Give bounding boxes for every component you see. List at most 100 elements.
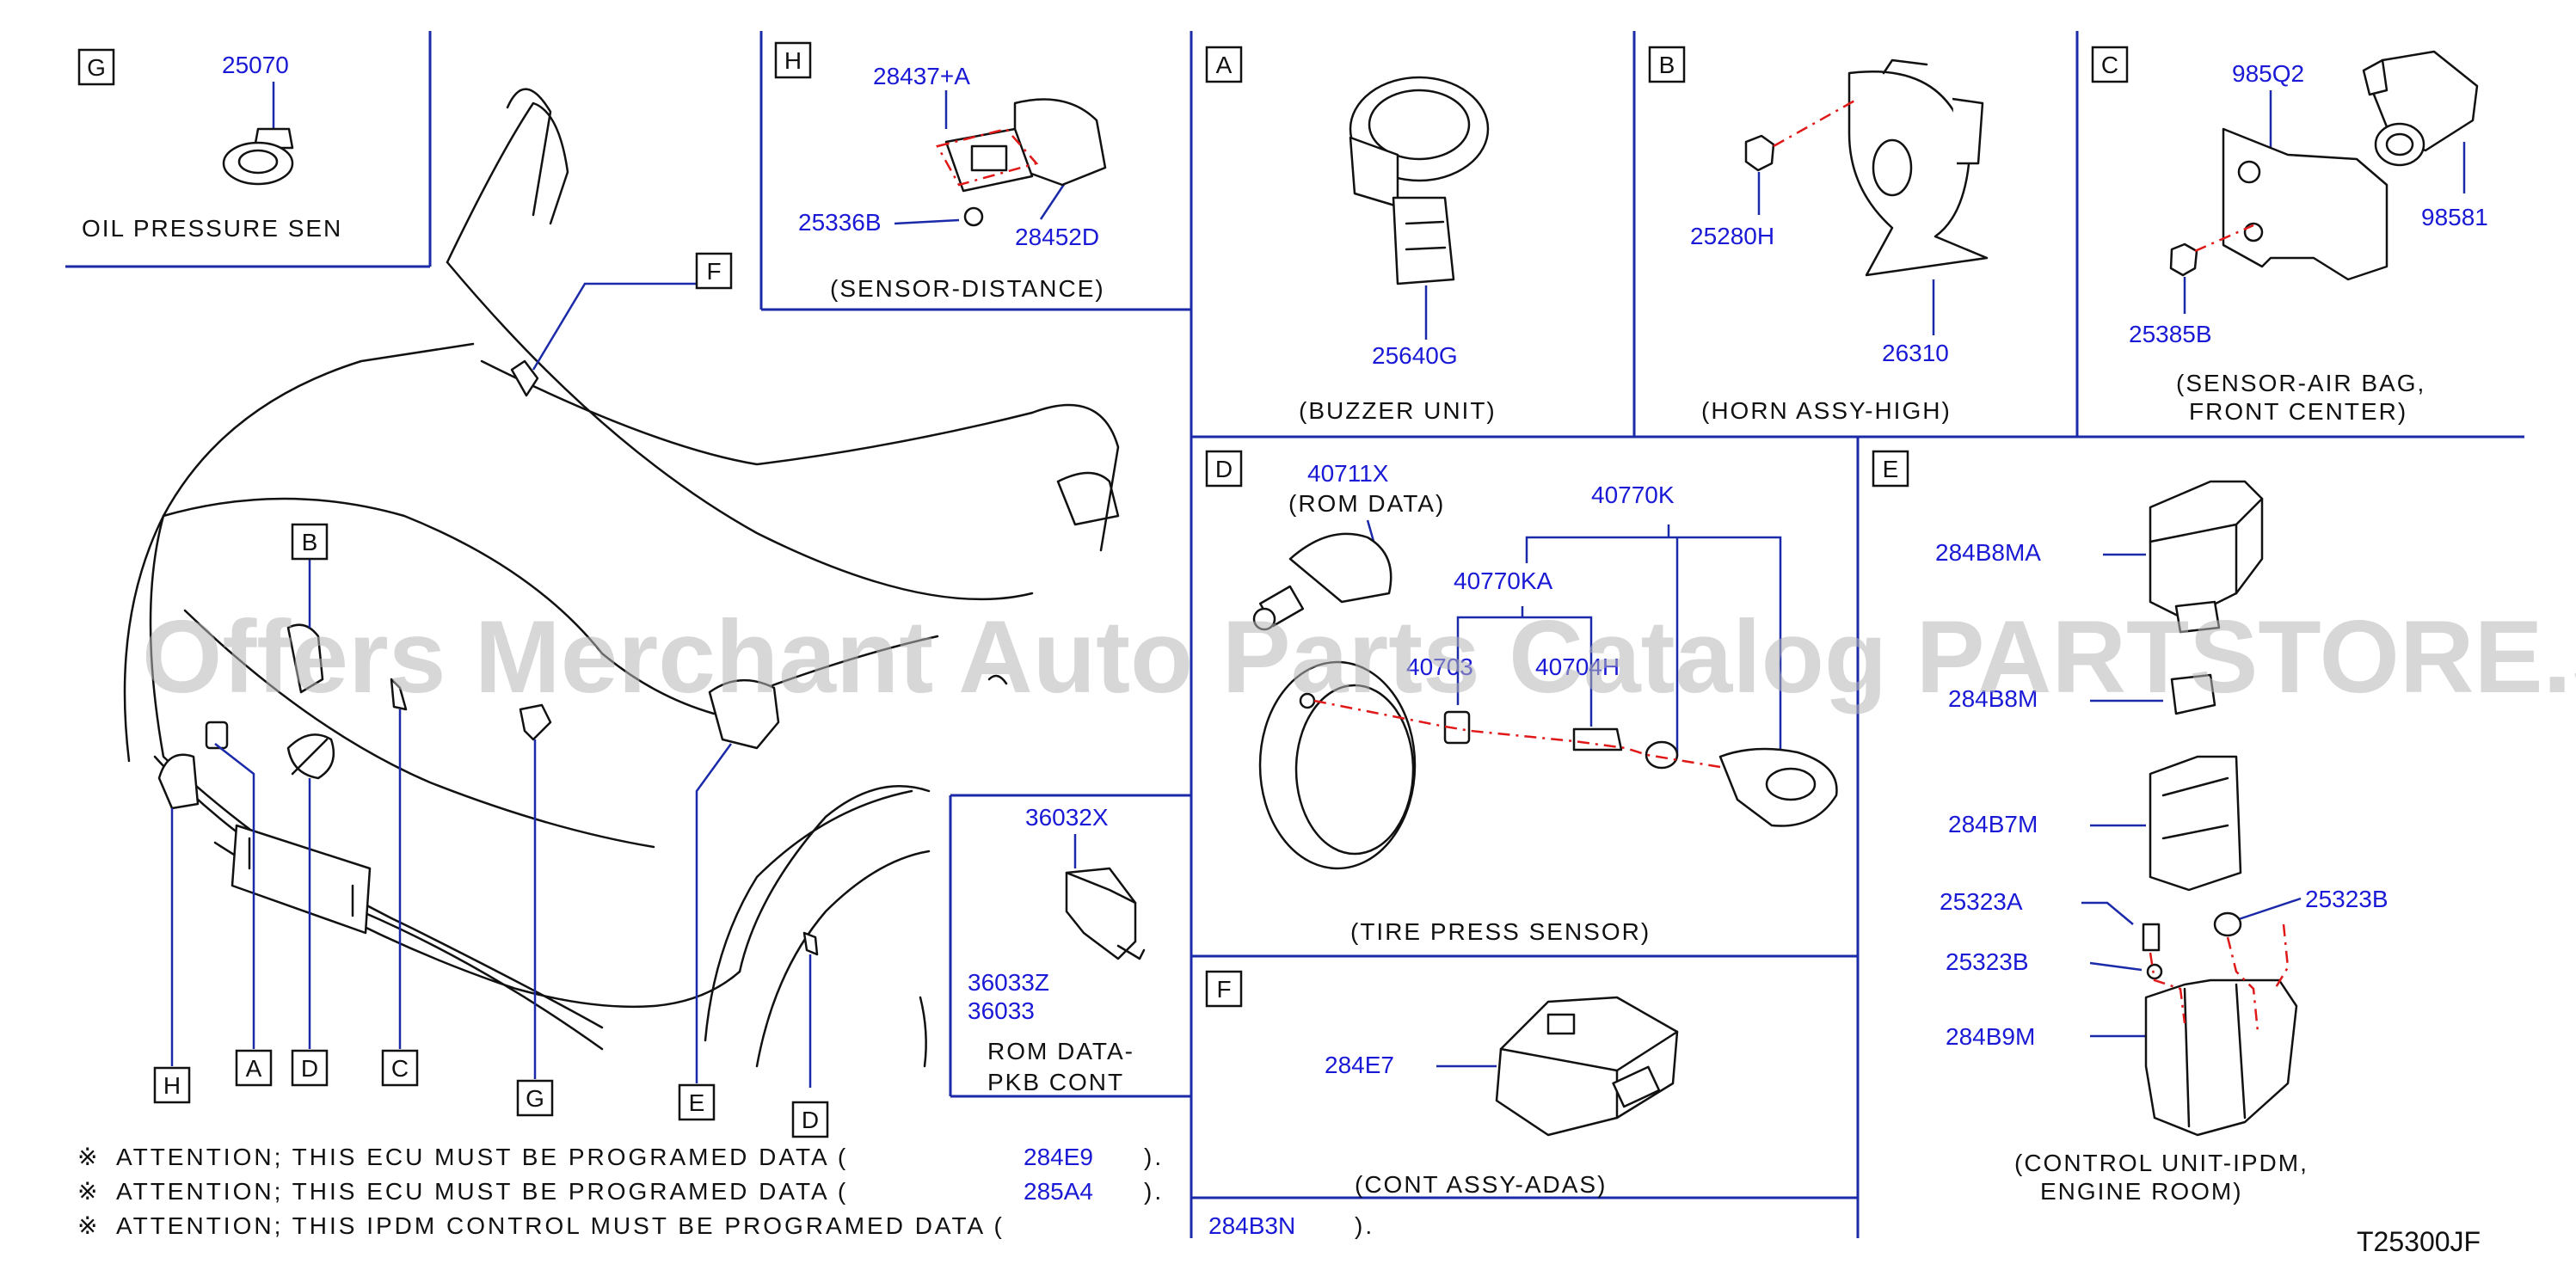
callout-box-a[interactable] bbox=[235, 1049, 273, 1087]
callout-box-d-front[interactable] bbox=[291, 1049, 329, 1087]
section-b-horn-assy: B 25280H 26310 (HORN ASSY-HIGH) bbox=[1648, 46, 1989, 424]
part-number-25070[interactable]: 25070 bbox=[222, 52, 289, 78]
part-number-36033[interactable]: 36033 bbox=[968, 997, 1035, 1024]
part-number-40770ka[interactable]: 40770KA bbox=[1454, 567, 1553, 594]
attention-close-3: ). bbox=[1355, 1212, 1374, 1239]
section-a-buzzer-unit: A 25640G (BUZZER UNIT) bbox=[1205, 46, 1497, 424]
callout-box-f[interactable] bbox=[695, 252, 733, 290]
part-number-28452d[interactable]: 28452D bbox=[1015, 224, 1099, 250]
part-number-985q2[interactable]: 985Q2 bbox=[2232, 60, 2304, 87]
part-number-25385b[interactable]: 25385B bbox=[2129, 321, 2212, 347]
part-number-25323a[interactable]: 25323A bbox=[1940, 888, 2023, 915]
attention-text-1: ATTENTION; THIS ECU MUST BE PROGRAMED DA… bbox=[116, 1144, 848, 1170]
attention-mark-1: ※ bbox=[77, 1144, 100, 1170]
pkb-caption-line1: ROM DATA- bbox=[987, 1038, 1134, 1064]
section-f-letter-box bbox=[1205, 970, 1243, 1008]
part-number-40770k[interactable]: 40770K bbox=[1591, 482, 1675, 508]
callout-a: A bbox=[246, 1055, 262, 1082]
callout-e: E bbox=[689, 1089, 705, 1116]
section-f-letter: F bbox=[1216, 976, 1231, 1003]
section-h-letter: H bbox=[784, 47, 802, 74]
part-number-40711x[interactable]: 40711X bbox=[1307, 460, 1389, 487]
section-g-letter: G bbox=[87, 54, 106, 81]
attention-close-2: ). bbox=[1144, 1178, 1164, 1205]
part-number-36032x[interactable]: 36032X bbox=[1025, 804, 1109, 831]
section-c-letter: C bbox=[2101, 52, 2118, 78]
part-number-284b8m[interactable]: 284B8M bbox=[1948, 685, 2038, 712]
part-number-284e7[interactable]: 284E7 bbox=[1325, 1052, 1394, 1078]
section-a-letter-box bbox=[1205, 46, 1243, 83]
section-a-caption: (BUZZER UNIT) bbox=[1299, 397, 1497, 424]
callout-f: F bbox=[706, 258, 721, 285]
section-separators bbox=[65, 31, 2524, 1238]
attention-part-284b3n[interactable]: 284B3N bbox=[1208, 1212, 1295, 1239]
section-c-caption-line1: (SENSOR-AIR BAG, bbox=[2176, 370, 2425, 396]
part-number-25323b-left[interactable]: 25323B bbox=[1946, 948, 2029, 975]
part-number-98581[interactable]: 98581 bbox=[2421, 204, 2488, 230]
part-number-36033z[interactable]: 36033Z bbox=[968, 969, 1049, 996]
vehicle-callout-leaders bbox=[170, 282, 812, 1088]
attention-part-284e9[interactable]: 284E9 bbox=[1024, 1144, 1093, 1170]
part-number-28437-a[interactable]: 28437+A bbox=[873, 63, 970, 89]
part-number-25323b-right[interactable]: 25323B bbox=[2305, 886, 2388, 912]
callout-box-c[interactable] bbox=[381, 1049, 419, 1087]
part-number-40704h[interactable]: 40704H bbox=[1535, 653, 1620, 680]
part-number-40703[interactable]: 40703 bbox=[1406, 653, 1473, 680]
watermark: Offers Merchant Auto Parts Catalog PARTS… bbox=[142, 599, 2576, 715]
part-number-284b8ma[interactable]: 284B8MA bbox=[1935, 539, 2041, 566]
section-e-letter-box bbox=[1872, 450, 1909, 488]
ipdm-drawing bbox=[2142, 480, 2298, 1137]
section-h-caption: (SENSOR-DISTANCE) bbox=[830, 275, 1105, 302]
section-d-tire-press-sensor: D 40711X (ROM DATA) 40770K 40770KA 40703… bbox=[1205, 450, 1838, 945]
attention-mark-2: ※ bbox=[77, 1178, 100, 1205]
attention-text-2: ATTENTION; THIS ECU MUST BE PROGRAMED DA… bbox=[116, 1178, 848, 1205]
attention-notes: ※ ATTENTION; THIS ECU MUST BE PROGRAMED … bbox=[77, 1144, 1374, 1239]
pkb-caption-line2: PKB CONT bbox=[987, 1069, 1124, 1095]
section-e-letter: E bbox=[1883, 456, 1899, 482]
callout-g: G bbox=[526, 1085, 544, 1112]
buzzer-unit-drawing bbox=[1349, 76, 1490, 285]
attention-text-3: ATTENTION; THIS IPDM CONTROL MUST BE PRO… bbox=[116, 1212, 1005, 1239]
section-h-letter-box bbox=[774, 41, 812, 79]
distance-sensor-drawing bbox=[936, 98, 1107, 227]
section-a-letter: A bbox=[1216, 52, 1233, 78]
callout-d-wheel: D bbox=[802, 1107, 819, 1133]
section-g-caption: OIL PRESSURE SEN bbox=[82, 215, 342, 242]
rom-data-label: (ROM DATA) bbox=[1288, 490, 1445, 517]
part-number-284b9m[interactable]: 284B9M bbox=[1946, 1023, 2035, 1050]
section-e-caption-line1: (CONTROL UNIT-IPDM, bbox=[2014, 1150, 2309, 1176]
oil-pressure-sensor-drawing bbox=[222, 127, 294, 186]
part-number-25336b[interactable]: 25336B bbox=[798, 209, 882, 236]
callout-box-g[interactable] bbox=[516, 1079, 554, 1117]
section-e-control-unit-ipdm: E 284B8MA 284B8M 284B7M 25323A 25323B 25… bbox=[1872, 450, 2388, 1205]
part-number-26310[interactable]: 26310 bbox=[1882, 340, 1949, 366]
air-bag-sensor-drawing bbox=[2169, 50, 2479, 281]
callout-box-e[interactable] bbox=[678, 1083, 716, 1121]
adas-controller-drawing bbox=[1495, 996, 1679, 1137]
callout-box-d-wheel[interactable] bbox=[791, 1101, 829, 1138]
section-b-caption: (HORN ASSY-HIGH) bbox=[1701, 397, 1952, 424]
callout-b: B bbox=[302, 529, 318, 555]
section-f-cont-assy-adas: F 284E7 (CONT ASSY-ADAS) bbox=[1205, 970, 1679, 1198]
part-number-25280h[interactable]: 25280H bbox=[1690, 223, 1774, 249]
callout-d-front: D bbox=[301, 1055, 318, 1082]
horn-drawing bbox=[1744, 58, 1989, 277]
diagram-code: T25300JF bbox=[2357, 1226, 2481, 1257]
section-g-letter-box bbox=[77, 48, 115, 86]
vehicle-front-outline bbox=[123, 88, 1120, 1068]
attention-close-1: ). bbox=[1144, 1144, 1164, 1170]
part-number-284b7m[interactable]: 284B7M bbox=[1948, 811, 2038, 837]
section-b-letter: B bbox=[1659, 52, 1675, 78]
attention-part-285a4[interactable]: 285A4 bbox=[1024, 1178, 1093, 1205]
section-g-oil-pressure-sensor: G 25070 OIL PRESSURE SEN bbox=[77, 48, 342, 242]
section-pkb-cont: 36032X 36033Z 36033 ROM DATA- PKB CONT bbox=[968, 804, 1146, 1095]
callout-box-h[interactable] bbox=[153, 1066, 191, 1104]
section-b-letter-box bbox=[1648, 46, 1686, 83]
section-d-letter-box bbox=[1205, 450, 1243, 488]
callout-box-b[interactable] bbox=[291, 523, 329, 561]
vehicle-callout-boxes: B F H A D C G E D bbox=[153, 252, 829, 1138]
section-c-caption-line2: FRONT CENTER) bbox=[2189, 398, 2407, 425]
section-d-caption: (TIRE PRESS SENSOR) bbox=[1350, 918, 1651, 945]
part-number-25640g[interactable]: 25640G bbox=[1372, 342, 1458, 369]
